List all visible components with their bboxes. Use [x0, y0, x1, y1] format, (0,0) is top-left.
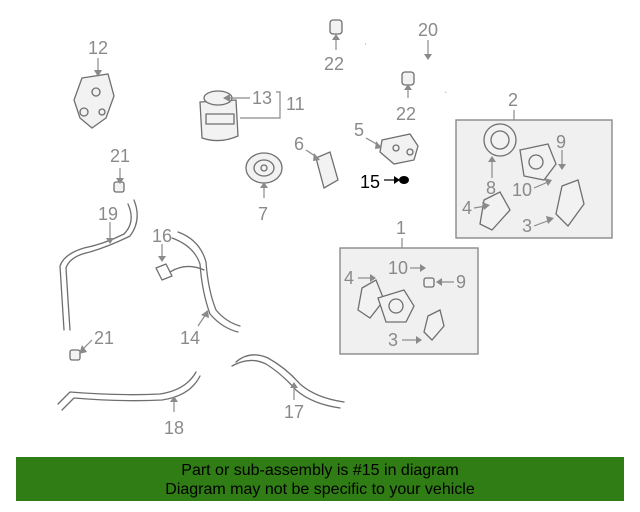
- bracket-part-5[interactable]: [379, 133, 419, 165]
- callout-14[interactable]: 14: [180, 328, 200, 348]
- callout-2[interactable]: 2: [508, 90, 518, 110]
- pulley-part-box2: [483, 123, 517, 157]
- pump-assembly-box-2: [455, 119, 613, 239]
- callout-16[interactable]: 16: [152, 226, 172, 246]
- clamp-part-22b[interactable]: [401, 71, 415, 86]
- callout-19[interactable]: 19: [98, 204, 118, 224]
- fitting-part-21b[interactable]: [69, 349, 81, 361]
- fitting-box1-9: [423, 277, 435, 288]
- hose-part-14[interactable]: [177, 231, 241, 327]
- pipe-part-18[interactable]: [57, 371, 197, 405]
- bracket-box2-3: [555, 179, 585, 227]
- callout-10a[interactable]: 10: [512, 180, 532, 200]
- callout-22a[interactable]: 22: [324, 54, 344, 74]
- callout-13[interactable]: 13: [252, 88, 272, 108]
- bracket-box2-4: [479, 191, 511, 231]
- bracket-box1-3: [423, 309, 445, 341]
- callout-3b[interactable]: 3: [388, 330, 398, 350]
- pump-body-box2: [519, 143, 557, 181]
- pump-body-box1: [377, 289, 415, 323]
- pipe-part-17[interactable]: [235, 354, 345, 403]
- callout-10b[interactable]: 10: [388, 258, 408, 278]
- callout-9a[interactable]: 9: [556, 132, 566, 152]
- callout-21b[interactable]: 21: [94, 328, 114, 348]
- banner-line-2: Diagram may not be specific to your vehi…: [165, 481, 475, 498]
- callout-1[interactable]: 1: [396, 218, 406, 238]
- callout-22b[interactable]: 22: [396, 104, 416, 124]
- reservoir-part-11[interactable]: [199, 90, 239, 142]
- bracket-part-12[interactable]: [73, 73, 115, 129]
- callout-9b[interactable]: 9: [456, 272, 466, 292]
- clamp-part-22a[interactable]: [329, 19, 343, 35]
- callout-12[interactable]: 12: [88, 38, 108, 58]
- callout-8[interactable]: 8: [486, 178, 496, 198]
- parts-diagram: 12 22 20 22 13 11 5 6 7: [57, 19, 613, 438]
- callout-3a[interactable]: 3: [522, 216, 532, 236]
- callout-18[interactable]: 18: [164, 418, 184, 438]
- callout-7[interactable]: 7: [258, 204, 268, 224]
- callout-11[interactable]: 11: [286, 94, 305, 114]
- cover-part-6[interactable]: [315, 151, 339, 189]
- callout-17[interactable]: 17: [284, 402, 304, 422]
- pulley-part-7[interactable]: [245, 152, 283, 184]
- bolt-part-15[interactable]: [399, 176, 409, 184]
- banner-line-1: Part or sub-assembly is #15 in diagram: [181, 462, 459, 479]
- callout-4a[interactable]: 4: [462, 198, 472, 218]
- callout-6[interactable]: 6: [294, 134, 304, 154]
- hose-part-19[interactable]: [65, 199, 138, 331]
- callout-21a[interactable]: 21: [110, 146, 130, 166]
- clamp-part-16[interactable]: [155, 263, 173, 281]
- callout-20[interactable]: 20: [418, 20, 438, 40]
- bracket-box1-4: [357, 279, 385, 319]
- fitting-part-21a[interactable]: [113, 181, 125, 193]
- info-banner: Part or sub-assembly is #15 in diagram D…: [16, 457, 624, 501]
- callout-15[interactable]: 15: [360, 172, 380, 192]
- callout-5[interactable]: 5: [354, 120, 364, 140]
- callout-4b[interactable]: 4: [344, 268, 354, 288]
